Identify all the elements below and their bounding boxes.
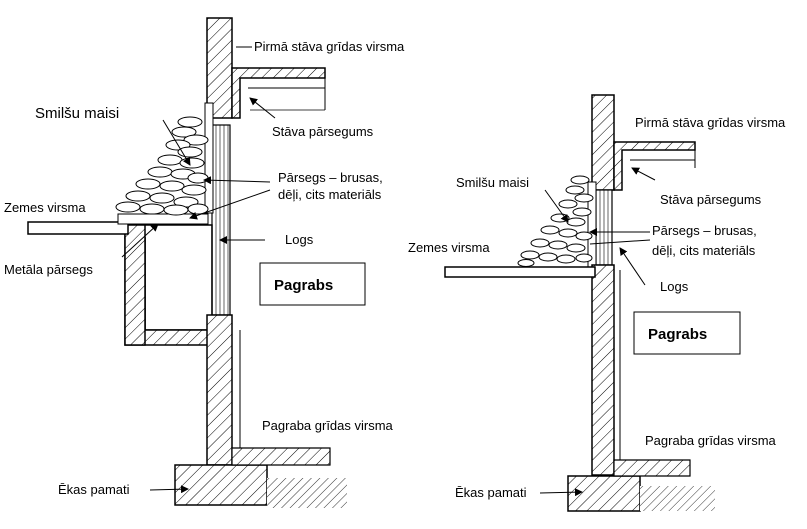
right-lower-wall <box>591 264 615 476</box>
left-ground-surface <box>27 221 129 235</box>
right-floor-slab <box>613 141 696 191</box>
right-ground-surface <box>444 266 596 278</box>
right-sandbags <box>517 175 594 267</box>
left-metal-cover <box>117 213 209 225</box>
right-label-basement-floor: Pagraba grīdas virsma <box>645 433 777 448</box>
right-label-sandbags: Smilšu maisi <box>456 175 529 190</box>
left-label-first-floor: Pirmā stāva grīdas virsma <box>254 39 405 54</box>
left-label-basement-floor: Pagraba grīdas virsma <box>262 418 394 433</box>
left-label-sandbags: Smilšu maisi <box>35 105 119 122</box>
right-label-cover2: dēļi, cits materiāls <box>652 243 756 258</box>
right-label-cover: Pārsegs – brusas, <box>652 223 757 238</box>
right-label-basement: Pagrabs <box>648 326 707 343</box>
right-section-drawing <box>444 94 741 512</box>
right-upper-wall <box>591 94 615 191</box>
left-sandbags <box>115 116 209 216</box>
right-label-ground: Zemes virsma <box>408 240 490 255</box>
left-label-ground: Zemes virsma <box>4 200 86 215</box>
left-label-basement: Pagrabs <box>274 277 333 294</box>
right-label-foundation: Ēkas pamati <box>455 485 527 500</box>
left-label-cover: Pārsegs – brusas, <box>278 170 383 185</box>
right-label-window: Logs <box>660 279 689 294</box>
left-floor-slab <box>231 67 326 119</box>
left-upper-wall <box>206 17 233 119</box>
right-basement-box <box>633 311 741 355</box>
right-label-first-floor: Pirmā stāva grīdas virsma <box>635 115 786 130</box>
left-label-foundation: Ēkas pamati <box>58 482 130 497</box>
left-foundation <box>174 464 268 506</box>
right-foundation <box>567 475 641 512</box>
left-window <box>211 124 231 316</box>
left-label-metal-cover: Metāla pārsegs <box>4 262 93 277</box>
left-label-floor-slab: Stāva pārsegums <box>272 124 374 139</box>
left-lower-wall <box>206 314 233 466</box>
left-section-drawing <box>27 17 366 508</box>
right-label-floor-slab: Stāva pārsegums <box>660 192 762 207</box>
left-label-window: Logs <box>285 232 314 247</box>
left-basement-box <box>259 262 366 306</box>
left-label-cover2: dēļi, cits materiāls <box>278 187 382 202</box>
